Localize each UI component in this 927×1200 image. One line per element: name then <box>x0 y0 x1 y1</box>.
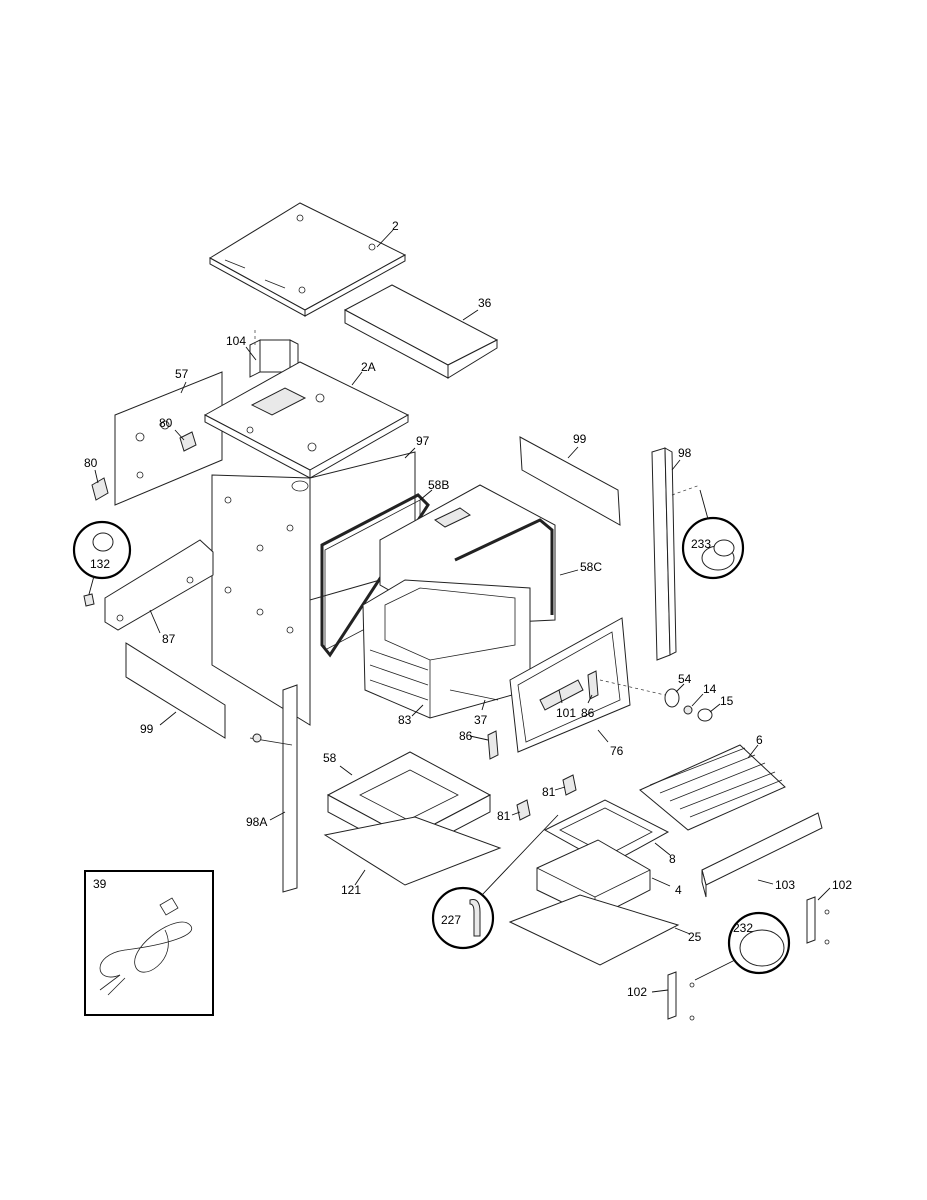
label-103: 103 <box>775 878 795 892</box>
label-58B: 58B <box>428 478 449 492</box>
label-121: 121 <box>341 883 361 897</box>
label-232: 232 <box>733 921 753 935</box>
part-side-panel-upper <box>519 436 621 526</box>
part-232-callout <box>694 911 791 981</box>
label-58C: 58C <box>580 560 602 574</box>
label-233: 233 <box>691 537 711 551</box>
label-86-right: 86 <box>581 706 595 720</box>
label-99-lower: 99 <box>140 722 154 736</box>
label-8: 8 <box>669 852 676 866</box>
label-102-upper: 102 <box>832 878 852 892</box>
part-lamp-callout <box>681 489 745 580</box>
part-side-panel-lower <box>125 642 226 739</box>
part-bottom-plate <box>323 816 502 886</box>
label-132: 132 <box>90 557 110 571</box>
label-4: 4 <box>675 883 682 897</box>
label-81-lower: 81 <box>497 809 511 823</box>
inset-power-cord <box>84 870 214 1016</box>
label-80-lower: 80 <box>84 456 98 470</box>
part-door-frame <box>509 617 631 753</box>
part-drawer <box>536 839 651 919</box>
label-58: 58 <box>323 751 337 765</box>
label-14: 14 <box>703 682 717 696</box>
label-102-lower: 102 <box>627 985 647 999</box>
label-57: 57 <box>175 367 189 381</box>
part-bracket-81a <box>516 799 531 821</box>
part-oven-liner <box>362 579 531 719</box>
label-98A: 98A <box>246 815 267 829</box>
label-227: 227 <box>441 913 461 927</box>
part-hinge-hardware <box>449 670 599 760</box>
part-drawer-bottom <box>508 894 680 966</box>
label-36: 36 <box>478 296 492 310</box>
label-81-upper: 81 <box>542 785 556 799</box>
part-clip-upper <box>179 431 197 452</box>
part-vertical-strip <box>249 684 298 893</box>
leader-lines <box>94 229 831 993</box>
part-top-cover <box>203 361 410 479</box>
label-86-left: 86 <box>459 729 473 743</box>
part-clip-lower <box>91 477 109 501</box>
label-87: 87 <box>162 632 176 646</box>
label-39-inset: 39 <box>93 877 107 891</box>
part-bracket-102b <box>667 971 695 1021</box>
part-kick-panel <box>701 812 823 898</box>
label-83: 83 <box>398 713 412 727</box>
part-oven-rack <box>639 744 786 831</box>
label-104: 104 <box>226 334 246 348</box>
label-80-upper: 80 <box>159 416 173 430</box>
label-37: 37 <box>474 713 488 727</box>
label-2A: 2A <box>361 360 376 374</box>
part-bracket-102a <box>806 896 830 945</box>
label-54: 54 <box>678 672 692 686</box>
part-vertical-channel <box>651 447 701 661</box>
label-6: 6 <box>756 733 763 747</box>
label-76: 76 <box>610 744 624 758</box>
part-227-callout <box>431 814 559 950</box>
label-98: 98 <box>678 446 692 460</box>
part-channel <box>343 284 499 379</box>
part-lamp-assembly <box>599 679 713 722</box>
label-15: 15 <box>720 694 734 708</box>
part-number-labels: 2 36 104 2A 57 80 80 97 99 98 58B 233 13… <box>84 219 852 999</box>
part-top-panel <box>209 202 407 317</box>
label-99-upper: 99 <box>573 432 587 446</box>
part-rear-panel <box>114 371 223 506</box>
label-25: 25 <box>688 930 702 944</box>
label-2: 2 <box>392 219 399 233</box>
part-mounting-rail <box>104 539 214 631</box>
label-97: 97 <box>416 434 430 448</box>
part-bracket-81b <box>562 774 577 796</box>
label-101: 101 <box>556 706 576 720</box>
part-connector-callout <box>72 520 132 607</box>
